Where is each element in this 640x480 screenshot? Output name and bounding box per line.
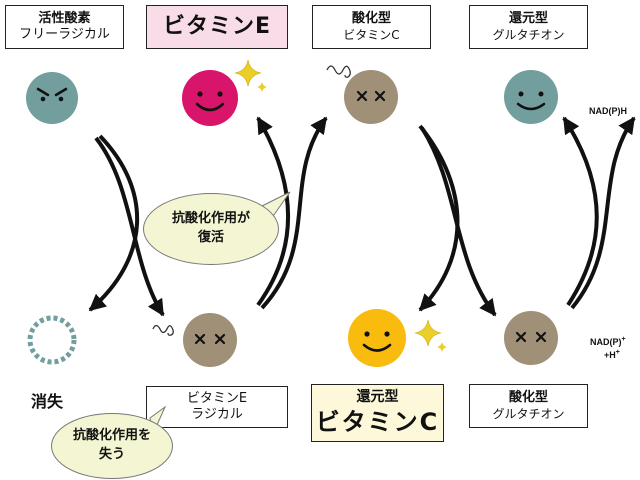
dashed-circle-icon (27, 315, 77, 365)
oxidized-glutathione-face-icon (504, 311, 558, 365)
label-reduced-vitamin-c: 還元型 ビタミンC (311, 384, 444, 442)
vitamin-e-radical-face-icon (183, 313, 237, 367)
note-nadp-sup: + (621, 336, 626, 343)
arrow-gsh-to-oxgsh (420, 126, 497, 317)
reduced-vitamin-c-face-icon (348, 309, 406, 367)
bubble-lose-line1: 抗酸化作用を (72, 428, 151, 444)
reduced-glutathione-face-icon (504, 70, 558, 124)
note-h-plus: +H+ (604, 349, 620, 360)
oxidized-vitamin-c-face-icon (344, 70, 398, 124)
label-reduced-vitamin-c-line2: ビタミンC (315, 407, 440, 436)
label-oxidized-vitamin-c: 酸化型 ビタミンC (312, 5, 431, 49)
label-reduced-vitamin-c-line1: 還元型 (356, 389, 399, 406)
label-oxidized-vitamin-c-line1: 酸化型 (351, 11, 391, 27)
arrow-vite-to-radical (94, 136, 165, 317)
bubble-restore: 抗酸化作用が 復活 (143, 193, 279, 265)
arrow-ros-to-vanish (88, 134, 140, 312)
label-oxidized-vitamin-c-line2: ビタミンC (343, 27, 400, 42)
label-vanished: 消失 (31, 392, 64, 411)
note-nadp-base: NAD(P) (590, 337, 622, 347)
label-vitamin-e-radical-line1: ビタミンE (186, 390, 248, 406)
vitamin-e-face-icon (182, 70, 238, 126)
bubble-restore-line1: 抗酸化作用が (171, 211, 250, 227)
dizzy-swirl-icon (326, 65, 351, 78)
label-active-oxygen-line2: フリーラジカル (19, 27, 110, 42)
dizzy-swirl-bottom-icon (152, 324, 174, 336)
note-nadp: NAD(P)+ (590, 336, 626, 347)
arrow-nadph-to-nadp (570, 116, 636, 310)
sparkle-icon (234, 59, 262, 87)
bubble-restore-line2: 復活 (197, 230, 224, 245)
arrow-oxgsh-to-redgsh (562, 116, 599, 307)
arrow-vitc-to-oxvitc (260, 116, 328, 310)
label-active-oxygen-line1: 活性酸素 (38, 10, 91, 26)
label-vitamin-e-radical: ビタミンE ラジカル (146, 386, 288, 428)
note-h-base: +H (604, 350, 616, 360)
label-oxidized-glutathione-line1: 酸化型 (508, 390, 548, 406)
label-vitamin-e-text: ビタミンE (162, 14, 272, 40)
sparkle-vitamin-c-icon (414, 319, 442, 347)
label-oxidized-glutathione: 酸化型 グルタチオン (469, 384, 588, 428)
label-reduced-glutathione: 還元型 グルタチオン (469, 5, 588, 49)
sparkle-small-icon (257, 82, 267, 92)
label-oxidized-glutathione-line2: グルタチオン (492, 406, 565, 421)
angry-face-icon (26, 72, 78, 124)
label-reduced-glutathione-line1: 還元型 (508, 11, 548, 27)
note-h-sup: + (615, 349, 620, 356)
label-vitamin-e-radical-line2: ラジカル (191, 407, 243, 422)
arrow-radical-to-vite (256, 116, 290, 307)
arrow-oxvitc-to-redvitc (418, 124, 460, 312)
bubble-lose-line2: 失う (98, 447, 125, 462)
label-reduced-glutathione-line2: グルタチオン (492, 27, 565, 42)
sparkle-vitamin-c-small-icon (437, 342, 447, 352)
label-vitamin-e: ビタミンE (146, 5, 288, 49)
label-active-oxygen: 活性酸素 フリーラジカル (5, 5, 124, 49)
bubble-lose: 抗酸化作用を 失う (51, 413, 173, 479)
note-nadph: NAD(P)H (589, 106, 627, 116)
